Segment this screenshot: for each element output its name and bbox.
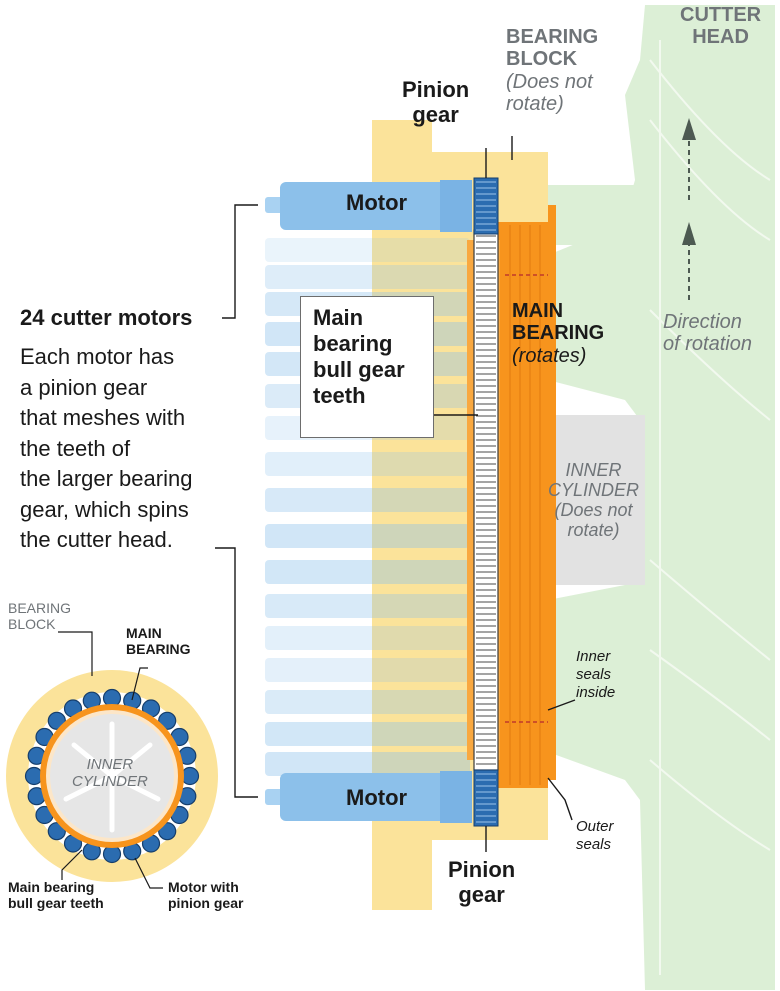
background-motor [265,452,470,476]
background-motor [265,690,470,714]
background-motor [265,626,470,650]
inset-cross-section [6,631,218,889]
background-motor [265,752,470,776]
background-motor [265,594,470,618]
cutter-motors-title: 24 cutter motors [20,305,193,330]
bull-gear-teeth-strip [473,229,499,771]
inset-motor [24,766,44,786]
inner-cylinder-label: INNER CYLINDER (Does not rotate) [548,460,640,541]
background-motor [265,560,470,584]
inset-motor [158,711,177,730]
main-bearing-label: MAIN BEARING (rotates) [512,300,605,367]
background-motor [265,488,470,512]
inset-motor [158,822,177,841]
background-motor [265,722,470,746]
motor-top [265,180,472,232]
background-motor [265,265,470,289]
bearing-block-label: BEARING BLOCK (Does not rotate) [506,26,599,116]
background-motor [265,238,470,262]
background-motor [265,658,470,682]
inset-motor [102,688,122,708]
inset-motor [102,844,122,864]
outer-seals-label: Outer seals [576,818,614,853]
motor-top-label: Motor [346,190,408,215]
bull-gear-callout: Main bearing bull gear teeth [300,296,434,438]
background-motor [265,524,470,548]
motor-bottom-label: Motor [346,785,408,810]
cutter-motors-description: Each motor has a pinion gear that meshes… [20,344,193,553]
inset-motor [47,822,66,841]
inset-motor [180,766,200,786]
inset-motor [47,711,66,730]
inner-seals-label: Inner seals inside [576,648,616,701]
motor-bottom [265,771,472,823]
cutter-head [548,5,775,990]
direction-arrows [682,118,696,300]
